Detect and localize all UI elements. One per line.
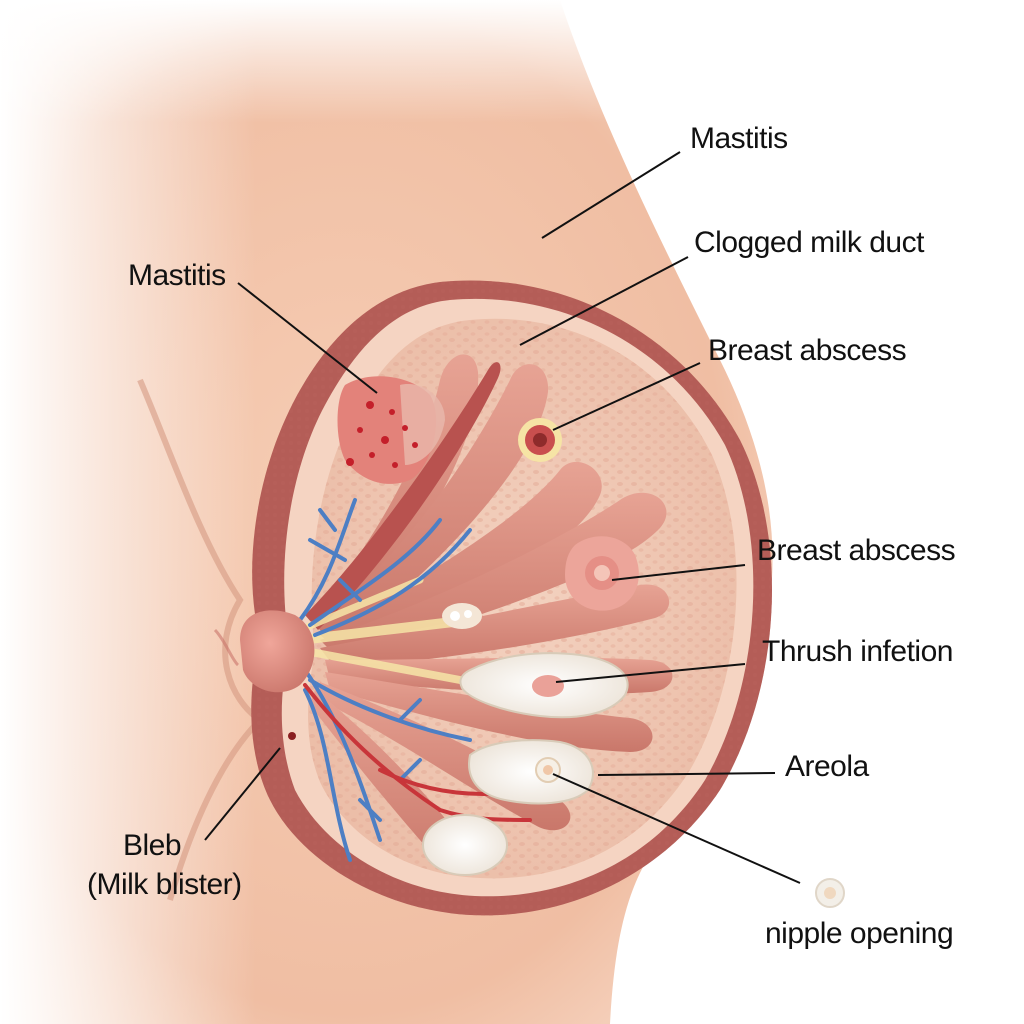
- leader-nipple-opening: [552, 773, 801, 884]
- label-mastitis-right: Mastitis: [690, 122, 788, 155]
- label-bleb: Bleb: [123, 829, 181, 862]
- leader-clogged-duct: [519, 256, 689, 346]
- leader-thrush: [555, 663, 746, 683]
- lobe: [320, 584, 670, 668]
- central-duct: [305, 362, 501, 630]
- breast-abscess-large: [565, 536, 639, 611]
- lobe: [320, 492, 667, 660]
- label-breast-abscess-1: Breast abscess: [708, 334, 906, 367]
- leader-bleb: [204, 747, 281, 841]
- lobe: [325, 672, 653, 752]
- leader-abscess-2: [611, 564, 746, 581]
- label-breast-abscess-2: Breast abscess: [757, 534, 955, 567]
- leader-mastitis-left: [237, 282, 378, 394]
- label-thrush-infection: Thrush infetion: [762, 635, 953, 668]
- nipple-opening-icon: [815, 878, 845, 908]
- leader-abscess-1: [552, 362, 701, 431]
- breast-abscess-small: [518, 418, 562, 462]
- bleb-milk-blister: [288, 732, 296, 740]
- leader-areola: [597, 772, 776, 776]
- label-nipple-opening: nipple opening: [765, 917, 953, 950]
- label-areola: Areola: [785, 750, 870, 783]
- lobe: [320, 461, 602, 655]
- duct-pus-spot: [442, 603, 482, 629]
- lactiferous-sinuses: [295, 576, 475, 684]
- label-clogged-milk-duct: Clogged milk duct: [694, 226, 925, 259]
- labels: Mastitis Mastitis Clogged milk duct Brea…: [87, 122, 956, 950]
- thrush-plaque: [459, 652, 629, 719]
- leader-lines: [204, 151, 801, 884]
- label-milk-blister: (Milk blister): [87, 868, 242, 901]
- areola-plaque: [422, 739, 594, 876]
- nipple: [213, 610, 315, 693]
- leader-mastitis-right: [541, 151, 681, 239]
- armpit-crease: [137, 378, 265, 901]
- mastitis-inflammation: [337, 376, 445, 484]
- veins: [298, 498, 472, 862]
- lobe: [315, 364, 549, 645]
- label-mastitis-left: Mastitis: [128, 259, 226, 292]
